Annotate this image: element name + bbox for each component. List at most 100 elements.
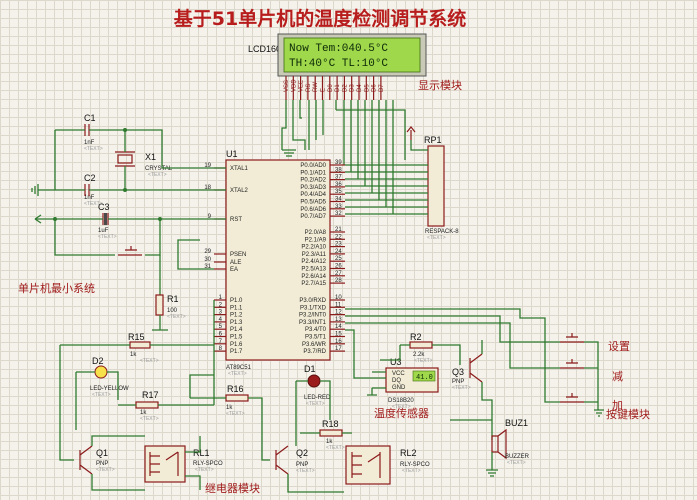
buz1-ref: BUZ1: [505, 418, 528, 428]
mcu-ref: U1: [226, 149, 238, 159]
mcu-left-pin-num: 30: [204, 257, 211, 263]
mcu-p3-num: 12: [335, 310, 342, 316]
mcu-p0-name: P0.5/AD5: [300, 200, 326, 206]
mcu-p1-num: 5: [219, 324, 223, 330]
mcu-left-pin-name: ALE: [230, 260, 241, 266]
mcu-p3-num: 13: [335, 317, 342, 323]
key-module[interactable]: [345, 308, 604, 417]
q3-ref: Q3: [452, 367, 464, 377]
relay-driver-1[interactable]: R15 1k <TEXT> D2 LED-YELLOW <TEXT> R17 1…: [59, 332, 223, 491]
mcu-left-pin-num: 19: [204, 163, 211, 169]
lcd-pin-label: D5: [364, 84, 370, 92]
buzzer-driver[interactable]: Q3 PNP <TEXT> BUZ1 BUZZER <TEXT>: [450, 340, 530, 477]
lcd-pin-label: VEE: [299, 80, 305, 92]
lcd-pin-label: RS: [306, 84, 312, 92]
label-display-module: 显示模块: [418, 79, 462, 92]
label-key-inc: 加: [612, 399, 623, 412]
mcu-p3-num: 14: [335, 324, 342, 330]
mcu-p2-name: P2.5/A13: [301, 267, 326, 273]
mcu-p1-name: P1.2: [230, 313, 243, 319]
relay-driver-2[interactable]: R16 1k <TEXT> D1 LED-RED <TEXT> R18 1k <…: [190, 364, 430, 493]
mcu-p2-num: 25: [335, 256, 342, 262]
r15-ref: R15: [128, 332, 145, 342]
mcu-p1-name: P1.5: [230, 335, 243, 341]
mcu-p1-num: 4: [219, 317, 223, 323]
mcu-left-pin-name: EA: [230, 267, 238, 273]
mcu-p3-name: P3.0/RXD: [299, 298, 326, 304]
mcu-p3-name: P3.1/TXD: [300, 305, 327, 311]
mcu-p3-name: P3.4/T0: [305, 327, 327, 333]
x1-value: CRYSTAL: [145, 166, 173, 172]
mcu-p0-num: 34: [335, 197, 342, 203]
c1-ref: C1: [84, 113, 96, 123]
r1-ref: R1: [167, 294, 179, 304]
r2-placeholder: <TEXT>: [414, 358, 433, 364]
d1-ref: D1: [304, 364, 316, 374]
mcu-p1-num: 2: [219, 302, 223, 308]
rp1-placeholder: <TEXT>: [427, 235, 446, 241]
c3-value: 1uF: [98, 228, 109, 234]
mcu-p2-name: P2.6/A14: [301, 274, 326, 280]
mcu-p2-name: P2.2/A10: [301, 245, 326, 251]
c2-ref: C2: [84, 173, 96, 183]
buz1-value: BUZZER: [505, 454, 530, 460]
mcu-left-pin-name: XTAL1: [230, 166, 249, 172]
mcu-p3-num: 11: [335, 302, 342, 308]
mcu-p1-num: 1: [219, 295, 223, 301]
mcu-p0-name: P0.3/AD3: [300, 185, 326, 191]
r18-value: 1k: [326, 439, 333, 445]
d1-placeholder: <TEXT>: [306, 401, 325, 407]
mcu-p0-name: P0.7/AD7: [300, 214, 326, 220]
x1-ref: X1: [145, 152, 156, 162]
mcu-p1-num: 6: [219, 332, 223, 338]
d2-value: LED-YELLOW: [90, 386, 129, 392]
mcu-p0-name: P0.0/AD0: [300, 163, 326, 169]
mcu-p3-num: 16: [335, 339, 342, 345]
x1-placeholder: <TEXT>: [148, 172, 167, 178]
c3-ref: C3: [98, 202, 110, 212]
r17-value: 1k: [140, 410, 147, 416]
lcd-wiring: [281, 100, 406, 214]
mcu-left-pin-num: 18: [204, 185, 211, 191]
mcu-p1-num: 7: [219, 339, 223, 345]
lcd-pin-label: D0: [328, 84, 334, 92]
label-key-module: 按键模块: [606, 407, 650, 421]
rp1-resistor-pack[interactable]: RP1 RESPACK-8 <TEXT>: [406, 126, 459, 241]
lcd-line1: Now Tem:040.5°C: [289, 43, 388, 55]
u3-dq: DQ: [392, 378, 401, 384]
lcd-pin-label: D3: [350, 84, 356, 92]
u3-gnd: GND: [392, 385, 406, 391]
reset-circuit[interactable]: C3 1uF <TEXT> R1 100 <TEXT>: [34, 202, 226, 331]
mcu-p0-num: 36: [335, 182, 342, 188]
mcu-p1-name: P1.0: [230, 298, 243, 304]
c1-value: 1nF: [84, 140, 95, 146]
mcu-p0-num: 37: [335, 175, 342, 181]
mcu-p3-num: 17: [335, 346, 342, 352]
mcu-p2-name: P2.7/A15: [301, 281, 326, 287]
mcu-p2-name: P2.3/A11: [302, 252, 327, 258]
temp-sensor-u3[interactable]: U3 VCC DQ GND 41.0 DS18B20 <TEXT>: [345, 329, 439, 410]
r1-placeholder: <TEXT>: [167, 314, 186, 320]
mcu-p3-num: 15: [335, 332, 342, 338]
rl1-placeholder: <TEXT>: [195, 467, 214, 473]
mcu-p1-name: P1.3: [230, 320, 243, 326]
mcu-p0-num: 39: [335, 160, 342, 166]
mcu-p2-num: 26: [335, 264, 342, 270]
r2-resistor[interactable]: R2 2.2k <TEXT>: [400, 332, 461, 365]
r16-value: 1k: [226, 405, 233, 411]
lcd-module[interactable]: LCD1602 Now Tem:040.5°C TH:40°C TL:10°C …: [248, 33, 427, 100]
mcu-p1-name: P1.4: [230, 327, 243, 333]
lcd-ref: LCD1602: [248, 44, 286, 54]
lcd-pin-label: VSS: [284, 80, 290, 92]
mcu-p3-name: P3.6/WR: [302, 342, 327, 348]
mcu-left-pin-num: 29: [204, 249, 211, 255]
q1-ref: Q1: [96, 448, 108, 458]
crystal-circuit[interactable]: C1 1nF <TEXT> C2 1nF <TEXT> X1 CRYSTAL <…: [31, 113, 226, 207]
mcu-left-pin-num: 31: [204, 264, 211, 270]
c2-placeholder: <TEXT>: [84, 201, 103, 207]
q2-ref: Q2: [296, 448, 308, 458]
lcd-pin-label: D1: [335, 84, 341, 92]
d2-placeholder: <TEXT>: [92, 392, 111, 398]
